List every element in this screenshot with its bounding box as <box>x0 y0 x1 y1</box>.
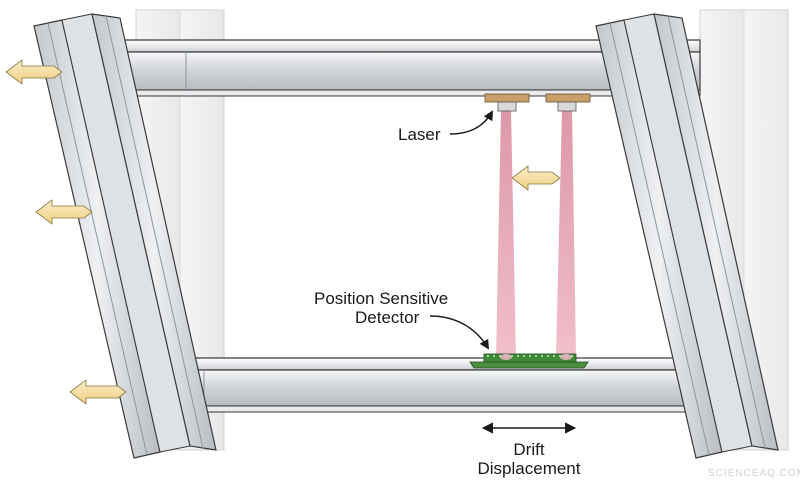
left-column <box>33 13 217 459</box>
drift-label-line1: Drift <box>513 440 544 459</box>
drift-label-line2: Displacement <box>478 459 581 478</box>
laser-emitter-1 <box>484 93 530 112</box>
force-arrow-middle <box>35 199 93 225</box>
laser-label: Laser <box>398 125 441 144</box>
right-column <box>595 13 779 459</box>
force-arrow-center <box>511 165 561 191</box>
watermark-text: SCIENCEAQ.COM <box>708 468 800 479</box>
laser-beam-2 <box>556 110 576 358</box>
detector-callout-arrow <box>429 315 490 350</box>
bottom-beam <box>165 357 701 413</box>
force-arrow-bottom <box>69 379 127 405</box>
laser-beam-1 <box>496 110 516 358</box>
detector-label-line1: Position Sensitive <box>314 289 448 308</box>
position-sensitive-detector <box>469 353 589 369</box>
detector-label-line2: Detector <box>355 308 420 327</box>
laser-callout-arrow <box>449 110 493 135</box>
force-arrow-top <box>5 59 63 85</box>
laser-emitter-2 <box>545 93 591 112</box>
